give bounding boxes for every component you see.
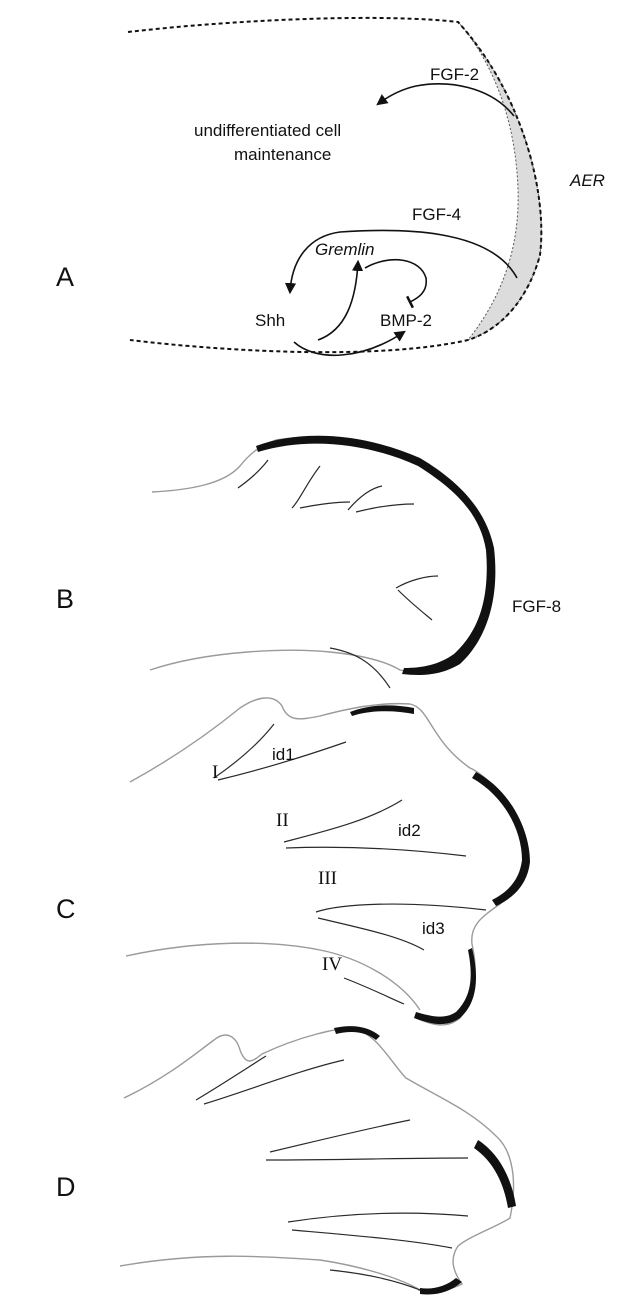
digit-label-iv: IV	[322, 954, 342, 975]
gremlin-inhibits-bmp2	[365, 260, 426, 302]
fgf8-domain-d-3	[420, 1278, 462, 1295]
interdigit-label-id1: id1	[272, 745, 295, 764]
panel-b: B FGF-8	[56, 436, 561, 688]
fold-line	[348, 486, 414, 512]
fgf8-domain-d-1	[334, 1026, 380, 1040]
digit-label-i: I	[212, 762, 218, 783]
fgf8-domain-c-3	[414, 948, 476, 1024]
fgf2-label: FGF-2	[430, 65, 479, 84]
interdigit-label-id2: id2	[398, 821, 421, 840]
fold-line	[396, 576, 438, 620]
panel-c-letter: C	[56, 894, 76, 924]
panel-d: D	[56, 1026, 516, 1294]
panel-a: A FGF-2 undifferentiated cell maintenanc…	[56, 18, 605, 355]
panel-d-letter: D	[56, 1172, 76, 1202]
panel-a-letter: A	[56, 262, 74, 292]
fold-line	[316, 904, 486, 950]
interdigit-label-id3: id3	[422, 919, 445, 938]
maintenance-label-line2: maintenance	[234, 145, 331, 164]
limb-outline-c	[126, 698, 524, 1025]
fold-line	[292, 466, 350, 508]
fold-line	[196, 1056, 344, 1104]
digit-label-iii: III	[318, 868, 337, 889]
panel-b-letter: B	[56, 584, 74, 614]
fold-line	[330, 648, 390, 688]
shh-to-gremlin-arrow	[318, 262, 358, 340]
shh-label: Shh	[255, 311, 285, 330]
gremlin-label: Gremlin	[315, 240, 375, 259]
panel-c: C I id1 II id2 III id3 IV	[56, 698, 530, 1025]
fgf8-label: FGF-8	[512, 597, 561, 616]
fold-line	[288, 1213, 468, 1248]
limb-bud-outline	[128, 18, 541, 352]
fold-line	[330, 1270, 420, 1290]
fgf8-domain-c-2	[472, 772, 530, 906]
fold-line	[344, 978, 404, 1004]
fgf8-domain-b	[256, 436, 495, 675]
fold-line	[238, 460, 268, 488]
maintenance-label-line1: undifferentiated cell	[194, 121, 341, 140]
fold-line	[266, 1120, 468, 1160]
fgf8-domain-d-2	[474, 1140, 516, 1208]
fgf2-arrow	[378, 84, 514, 116]
digit-label-ii: II	[276, 810, 289, 831]
bmp2-label: BMP-2	[380, 311, 432, 330]
aer-label: AER	[569, 171, 605, 190]
fold-line	[284, 800, 466, 856]
fgf4-label: FGF-4	[412, 205, 461, 224]
